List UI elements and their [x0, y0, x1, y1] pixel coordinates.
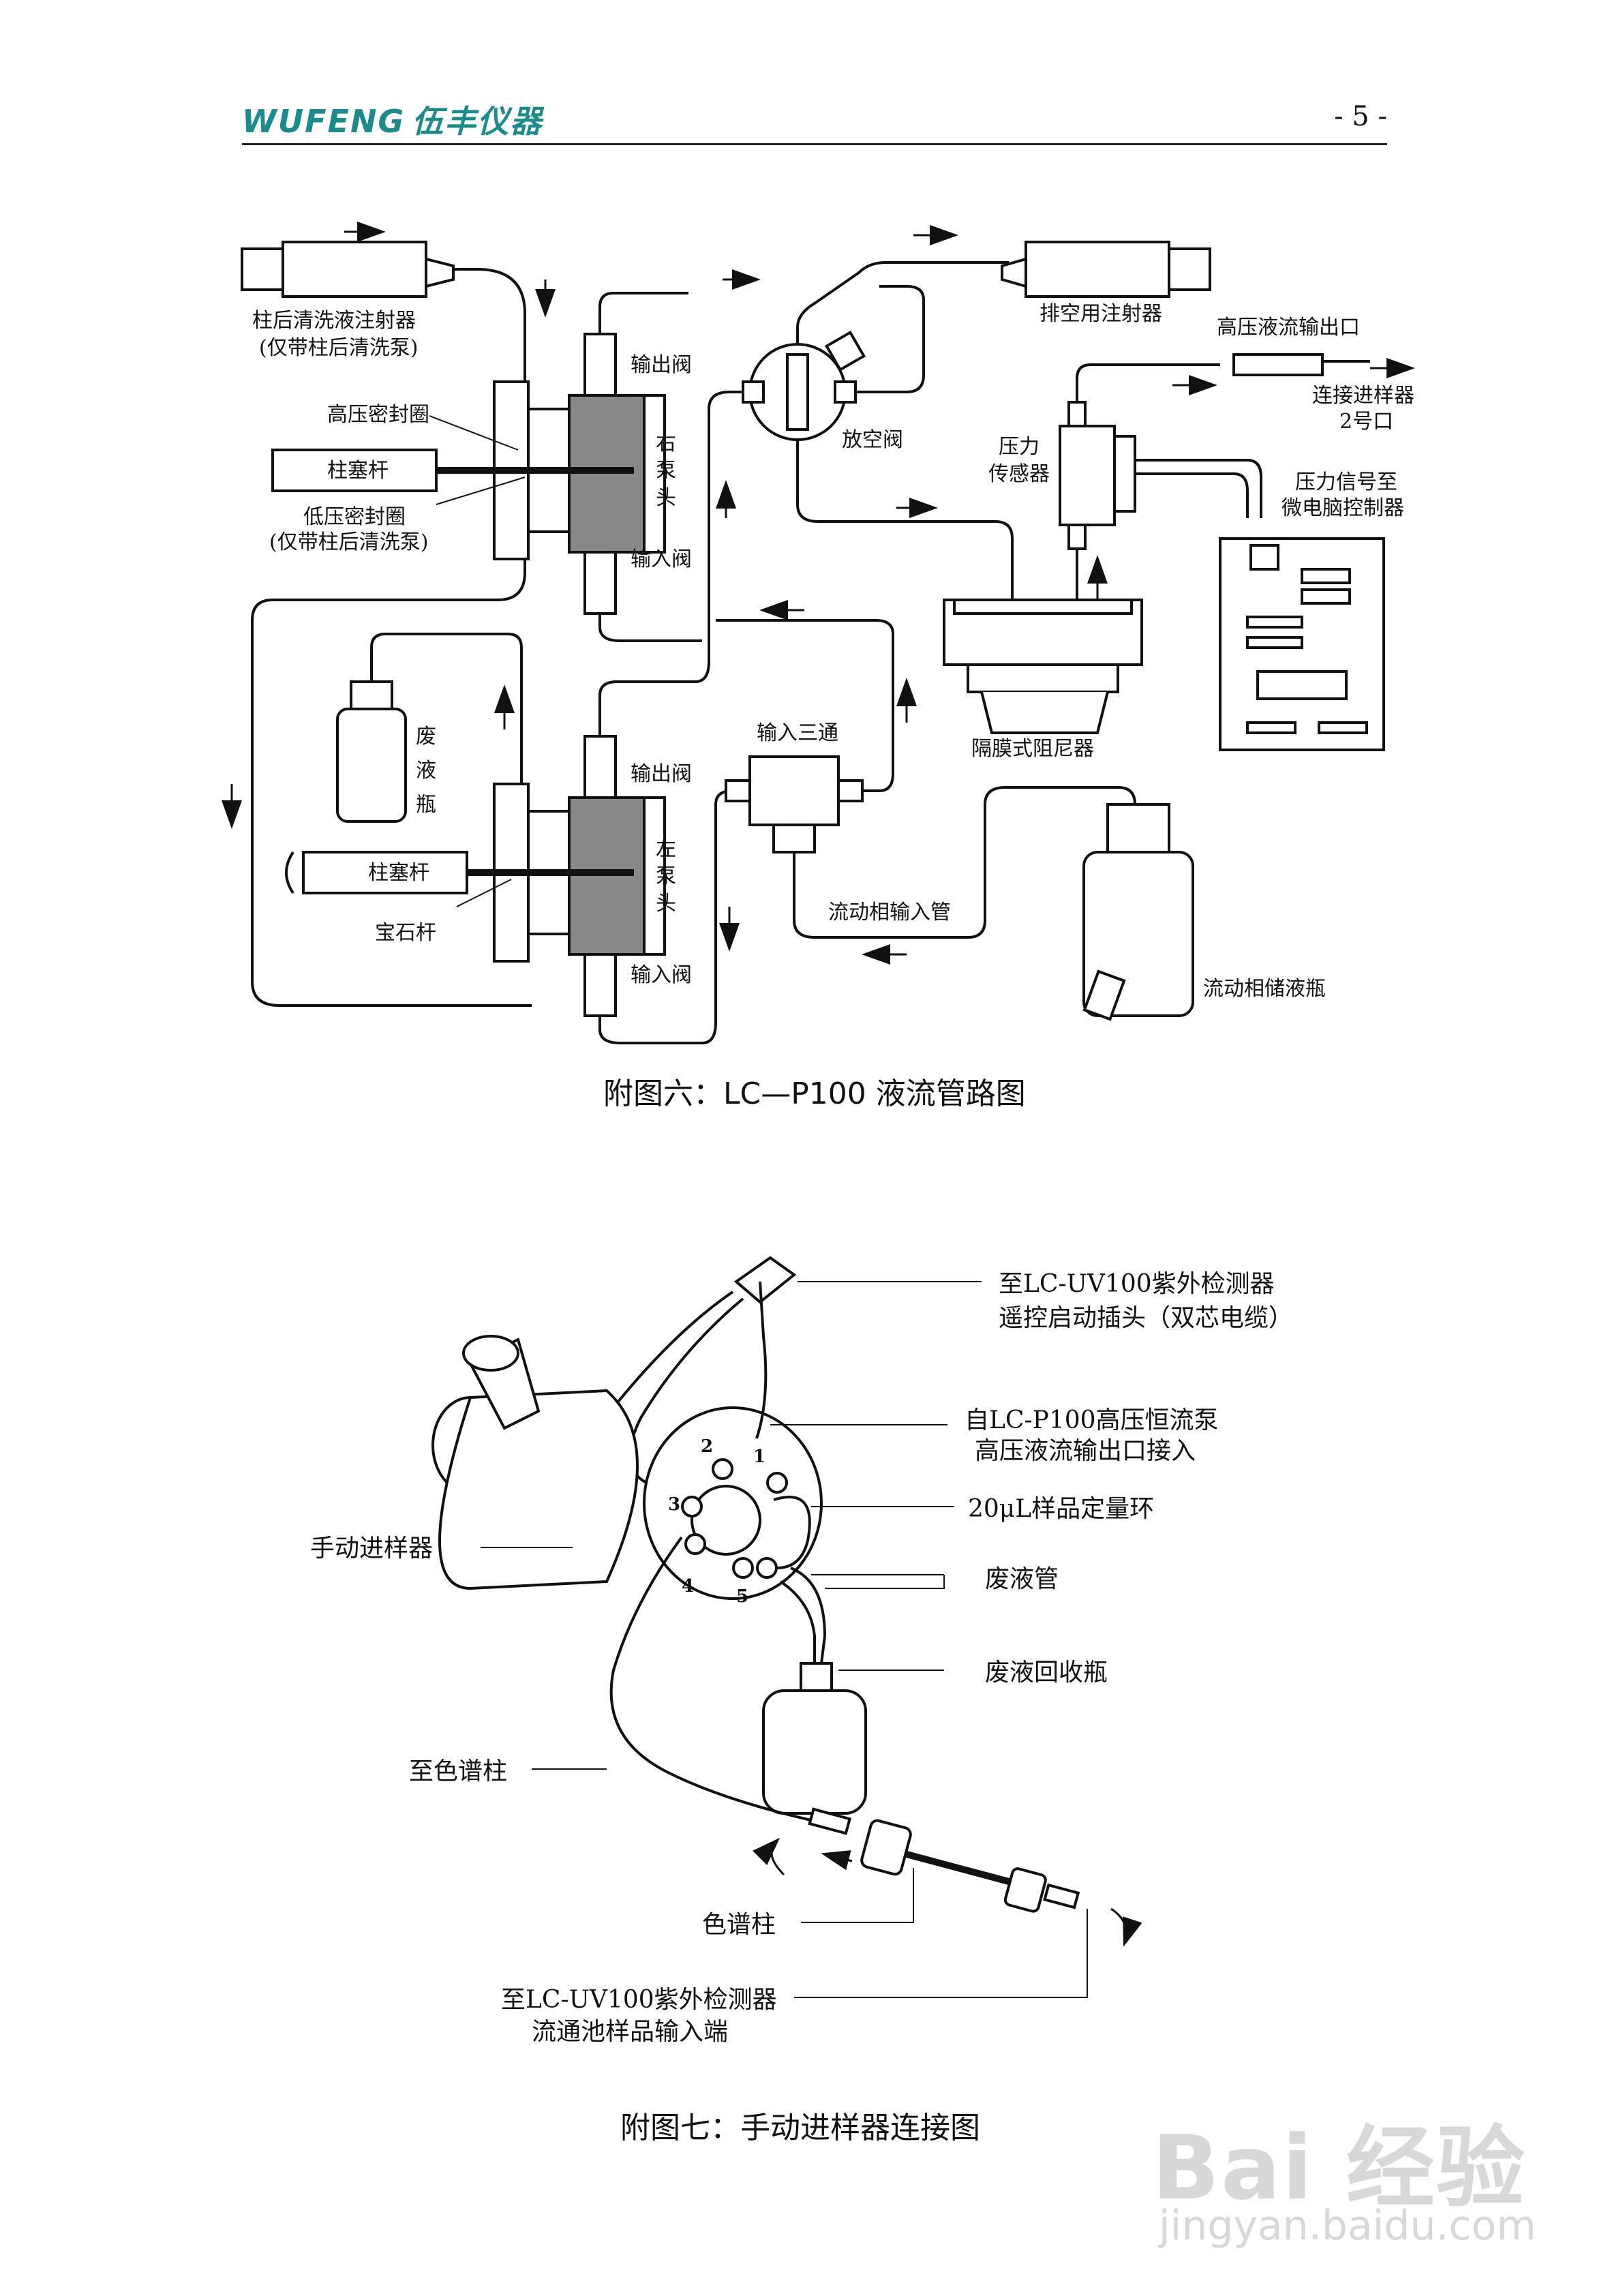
baidu-watermark-url: jingyan.baidu.com	[1159, 2202, 1536, 2250]
port-number-4: 4	[682, 1576, 694, 1597]
label-flush-syringe-2: (仅带柱后清洗泵)	[259, 336, 418, 360]
flush-syringe-body	[282, 241, 427, 298]
label-outlet-valve-right: 输出阀	[631, 353, 692, 377]
label-remote-plug-1: 至LC-UV100紫外检测器	[999, 1270, 1275, 1298]
label-to-detector-2: 流通池样品输入端	[532, 2018, 728, 2046]
baidu-watermark: Bai 经验	[1152, 2116, 1526, 2220]
label-sapphire-rod: 宝石杆	[375, 921, 436, 945]
figure7-diagram: 至LC-UV100紫外检测器 遥控启动插头（双芯电缆） 自LC-P100高压恒流…	[310, 1256, 1293, 2046]
label-lp-seal-2: (仅带柱后清洗泵)	[269, 530, 428, 554]
label-pressure-signal-1: 压力信号至	[1295, 470, 1397, 494]
label-waste-bottle-1: 液	[416, 759, 436, 783]
label-purge-valve: 放空阀	[842, 428, 903, 452]
label-inlet-valve-left: 输入阀	[631, 963, 692, 987]
port-number-1: 1	[753, 1447, 765, 1467]
label-left-pump-head-1: 泵	[656, 864, 676, 888]
logo-cn: 伍丰仪器	[412, 103, 543, 140]
logo-text: WUFENG	[242, 103, 406, 140]
label-right-pump-head-2: 头	[656, 486, 676, 510]
label-hp-seal: 高压密封圈	[327, 403, 429, 427]
label-waste-tube: 废液管	[985, 1565, 1059, 1593]
label-lp-seal-1: 低压密封圈	[303, 505, 406, 529]
label-flush-syringe-1: 柱后清洗液注射器	[252, 309, 416, 333]
label-to-injector-2: 2号口	[1339, 410, 1393, 434]
label-purge-syringe: 排空用注射器	[1040, 302, 1162, 326]
label-mobile-phase-tube: 流动相输入管	[828, 901, 951, 924]
port-number-2: 2	[701, 1436, 713, 1457]
label-outlet-valve-left: 输出阀	[631, 762, 692, 786]
label-inlet-tee: 输入三通	[757, 721, 838, 745]
label-manual-injector: 手动进样器	[310, 1535, 433, 1562]
label-pressure-sensor-2: 传感器	[988, 462, 1050, 486]
label-left-pump-head-2: 头	[656, 892, 676, 916]
label-waste-bottle-2: 瓶	[416, 793, 436, 817]
port-number-3: 3	[668, 1494, 680, 1515]
label-damper: 隔膜式阻尼器	[971, 737, 1094, 761]
label-column: 色谱柱	[702, 1911, 776, 1939]
label-right-pump-head-0: 右	[656, 432, 676, 455]
label-plunger-right: 柱塞杆	[327, 459, 389, 483]
label-hp-outlet: 高压液流输出口	[1217, 316, 1360, 339]
label-remote-plug-2: 遥控启动插头（双芯电缆）	[999, 1304, 1293, 1332]
page-number: - 5 -	[1334, 101, 1387, 132]
label-plunger-left: 柱塞杆	[368, 861, 429, 885]
label-from-pump-2: 高压液流输出口接入	[975, 1437, 1196, 1465]
flush-syringe-handle	[241, 247, 284, 291]
figure6-caption: 附图六：LC—P100 液流管路图	[603, 1076, 1026, 1111]
label-to-injector-1: 连接进样器	[1312, 384, 1414, 408]
label-left-pump-head-0: 左	[656, 837, 676, 861]
figure6-diagram: 柱后清洗液注射器 (仅带柱后清洗泵) 高压密封圈 柱塞杆 低压密封圈 (仅带柱后…	[222, 222, 1415, 1044]
figure7-caption: 附图七：手动进样器连接图	[620, 2111, 980, 2145]
label-inlet-valve-right: 输入阀	[631, 547, 692, 571]
label-sample-loop: 20μL样品定量环	[968, 1495, 1154, 1523]
label-pressure-signal-2: 微电脑控制器	[1281, 496, 1404, 520]
label-reservoir: 流动相储液瓶	[1203, 977, 1326, 1001]
label-right-pump-head-1: 泵	[656, 459, 676, 483]
label-to-detector-1: 至LC-UV100紫外检测器	[501, 1986, 777, 2014]
label-from-pump-1: 自LC-P100高压恒流泵	[965, 1406, 1219, 1434]
port-number-5: 5	[736, 1586, 748, 1607]
label-pressure-sensor-1: 压力	[999, 435, 1040, 459]
label-waste-bottle: 废液回收瓶	[985, 1659, 1108, 1687]
label-to-column: 至色谱柱	[409, 1757, 507, 1785]
label-waste-bottle-0: 废	[416, 725, 436, 749]
